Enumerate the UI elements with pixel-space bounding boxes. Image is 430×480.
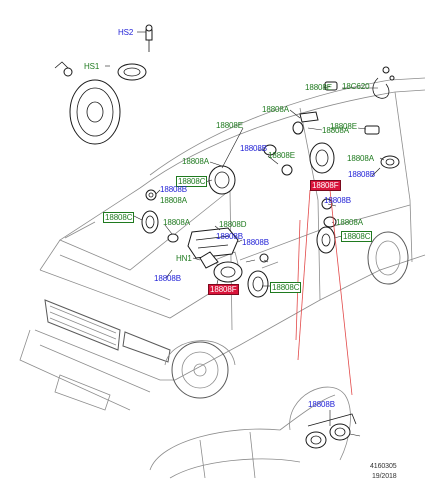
highlight-leaders — [295, 189, 353, 396]
front-door-speaker-right — [247, 270, 269, 298]
callout-18808b-5: 18808B — [216, 232, 243, 241]
a-pillar-tweeter — [145, 189, 157, 201]
callout-18808b-4: 18808B — [324, 196, 351, 205]
callout-18808b-7: 18808B — [154, 274, 181, 283]
rear-door-speaker — [316, 226, 336, 254]
callout-18808f-2: 18808F — [208, 284, 239, 295]
reference-number: 4160305 — [370, 463, 397, 470]
hn1-horn — [199, 251, 219, 269]
callout-18808a-2: 18808A — [322, 126, 349, 135]
wire-harness-18c620 — [372, 66, 395, 99]
callout-18808c-2: 18808C — [103, 212, 135, 223]
roof-speaker-3 — [364, 125, 380, 135]
callout-18808b-8: 18808B — [308, 400, 335, 409]
callout-18808e-2: 18808E — [330, 122, 357, 131]
center-speaker — [213, 261, 243, 283]
hs1-woofer — [54, 61, 121, 145]
callout-18808a-7: 18808A — [336, 218, 363, 227]
callout-hn1: HN1 — [176, 254, 192, 263]
rear-tweeter-right — [380, 155, 400, 169]
callout-18808b-2: 18808B — [348, 170, 375, 179]
callout-18c620: 18C620 — [342, 82, 370, 91]
vehicle-body — [19, 77, 426, 411]
leader-lines — [105, 31, 385, 437]
rear-door-tweeter — [321, 198, 333, 210]
door-tweeter-right — [259, 253, 269, 263]
callout-18808c-1: 18808C — [176, 176, 208, 187]
reference-date: 19/2018 — [372, 473, 397, 480]
callout-hs2: HS2 — [118, 28, 134, 37]
callout-18808a-4: 18808A — [347, 154, 374, 163]
callout-18808b-3: 18808B — [160, 185, 187, 194]
callout-hs1: HS1 — [84, 62, 100, 71]
callout-18808d: 18808D — [219, 220, 247, 229]
callout-18808b-1: 18808B — [240, 144, 267, 153]
callout-18808b-6: 18808B — [242, 238, 269, 247]
headrest-speakers — [305, 413, 357, 449]
amplifier-module — [187, 227, 239, 259]
callout-18808f-1: 18808F — [310, 180, 341, 191]
callout-18808e-3: 18808E — [216, 121, 243, 130]
callout-18808c-3: 18808C — [341, 231, 373, 242]
callout-18808a-3: 18808A — [182, 157, 209, 166]
round-speaker-top — [117, 63, 147, 81]
hs2-tweeter — [145, 24, 153, 52]
seat-illustration — [149, 386, 351, 479]
left-door-speaker-lower — [141, 210, 159, 234]
callout-18808c-4: 18808C — [270, 282, 302, 293]
callout-18808a-1: 18808A — [262, 105, 289, 114]
callout-18808a-6: 18808A — [163, 218, 190, 227]
callout-18808a-5: 18808A — [160, 196, 187, 205]
callout-18808e-4: 18808E — [268, 151, 295, 160]
roof-speaker-5 — [281, 164, 293, 176]
callout-18808e-1: 18808E — [305, 83, 332, 92]
dash-tweeter — [167, 233, 179, 243]
roof-speaker-2 — [292, 111, 319, 135]
b-pillar-speaker — [309, 142, 335, 174]
roof-speaker-1 — [324, 81, 338, 91]
door-speaker-left — [208, 165, 236, 195]
